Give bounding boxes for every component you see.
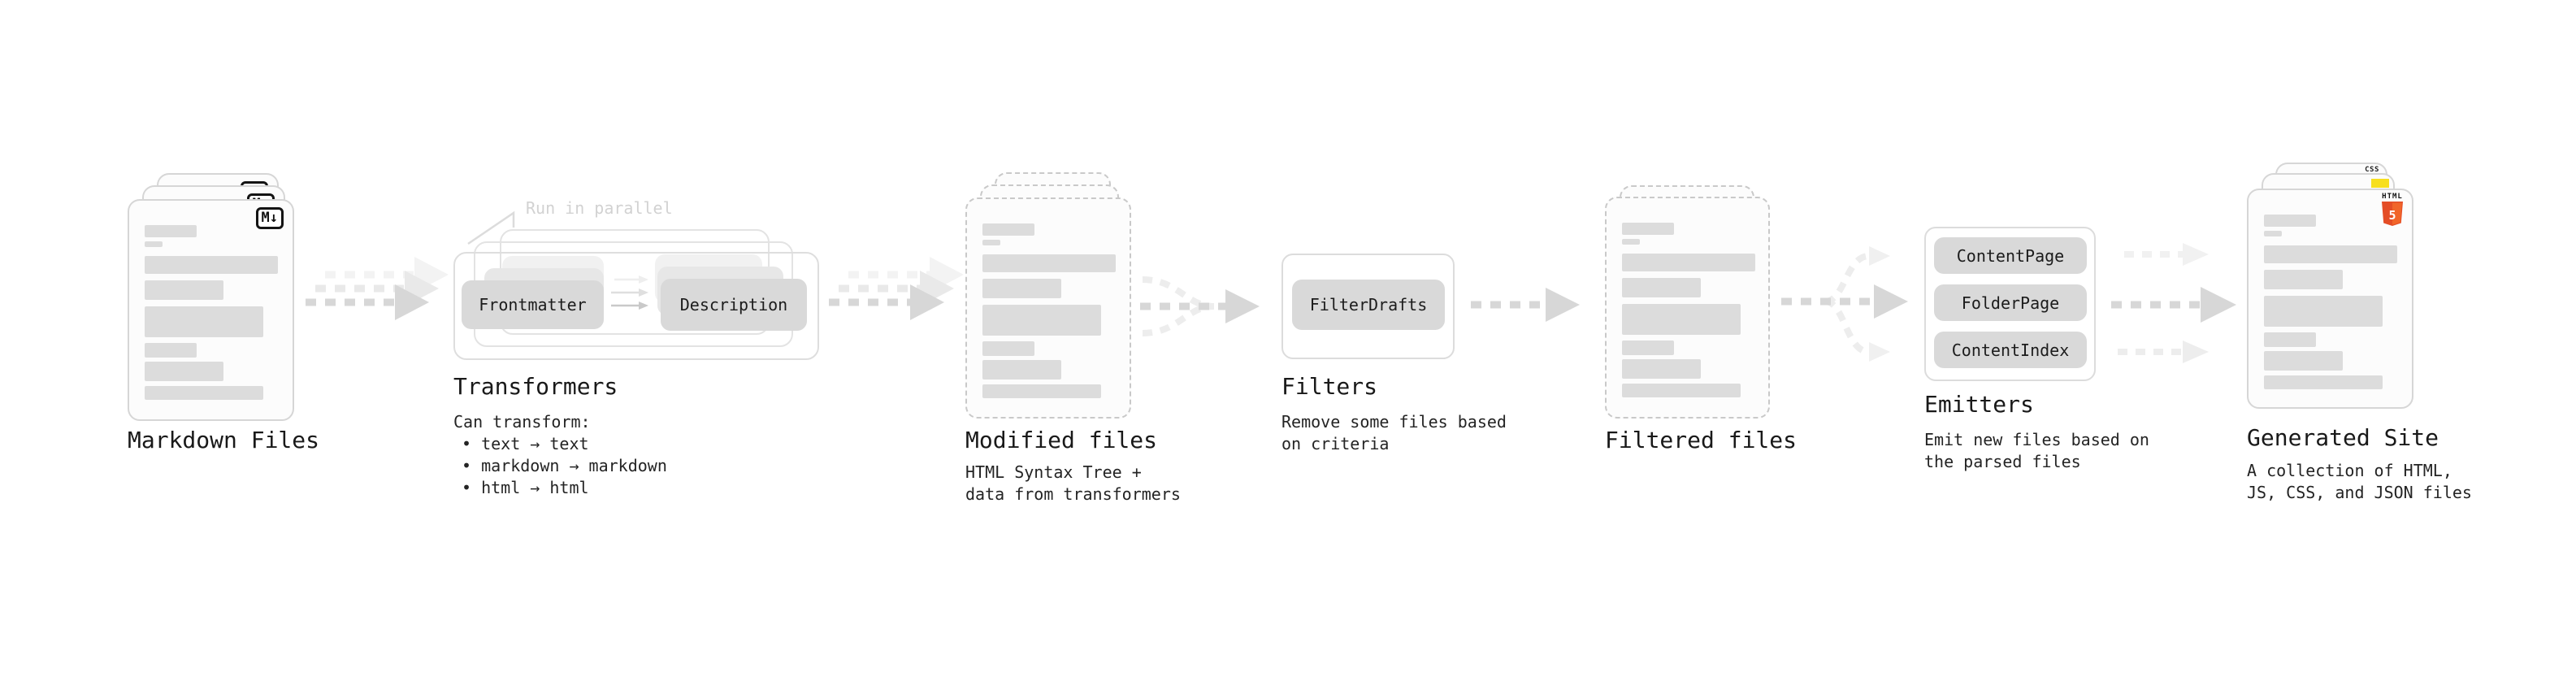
- stage-title-filtered-files: Filtered files: [1605, 427, 1798, 453]
- flow-arrow-modified-to-filters: [1140, 276, 1260, 336]
- stage-title-emitters: Emitters: [1924, 391, 2034, 418]
- transformer-pill-frontmatter: Frontmatter: [462, 280, 604, 329]
- file-content-placeholder: [982, 223, 1116, 398]
- filters-desc: Remove some files based: [1281, 412, 1507, 432]
- annotation-leader-line: [467, 210, 515, 245]
- generated-site-desc: JS, CSS, and JSON files: [2247, 483, 2472, 502]
- stage-title-transformers: Transformers: [453, 373, 618, 400]
- modified-files-desc: HTML Syntax Tree +: [965, 462, 1142, 482]
- html5-icon: HTML 5: [2382, 193, 2403, 229]
- annotation-run-in-parallel: Run in parallel: [526, 198, 673, 218]
- transformers-bullet: • text → text: [462, 434, 589, 453]
- stage-title-generated-site: Generated Site: [2247, 424, 2439, 451]
- svg-text:5: 5: [2388, 208, 2396, 223]
- transformer-pill-description: Description: [661, 279, 807, 331]
- transformers-bullet: • markdown → markdown: [462, 456, 667, 475]
- flow-arrow-filtered-to-emitters: [1781, 246, 1908, 362]
- site-file-card-html: HTML 5: [2247, 189, 2413, 409]
- filtered-file-card-front: [1605, 197, 1770, 419]
- javascript-icon: [2371, 179, 2389, 188]
- filters-desc: on criteria: [1281, 434, 1390, 453]
- modified-files-desc: data from transformers: [965, 484, 1181, 504]
- transformer-box-front: [453, 252, 819, 360]
- stage-title-modified-files: Modified files: [965, 427, 1158, 453]
- flow-arrow-markdown-to-transformers: [306, 257, 449, 320]
- flow-arrow-transformers-to-modified: [829, 257, 964, 320]
- markdown-file-card-front: M↓: [128, 199, 294, 421]
- generated-site-desc: A collection of HTML,: [2247, 461, 2452, 480]
- frontmatter-to-description-arrows: [611, 275, 648, 310]
- filter-pill-filterdrafts: FilterDrafts: [1292, 280, 1445, 330]
- stage-title-filters: Filters: [1281, 373, 1378, 400]
- markdown-icon: M↓: [255, 207, 284, 229]
- transformers-bullet: • html → html: [462, 478, 589, 497]
- emitters-desc: the parsed files: [1924, 452, 2081, 471]
- file-content-placeholder: [1622, 223, 1755, 397]
- emitter-pill-folderpage: FolderPage: [1934, 284, 2087, 321]
- emitters-desc: Emit new files based on: [1924, 430, 2149, 449]
- flow-arrow-filters-to-filtered: [1471, 288, 1580, 322]
- file-content-placeholder: [2264, 215, 2397, 389]
- emitter-pill-contentindex: ContentIndex: [1934, 332, 2087, 368]
- flow-arrow-emitters-to-site: [2111, 243, 2236, 363]
- transformers-desc-heading: Can transform:: [453, 412, 591, 432]
- emitter-pill-contentpage: ContentPage: [1934, 237, 2087, 274]
- file-content-placeholder: [145, 225, 278, 400]
- modified-file-card-front: [965, 197, 1131, 419]
- stage-title-markdown-files: Markdown Files: [128, 427, 320, 453]
